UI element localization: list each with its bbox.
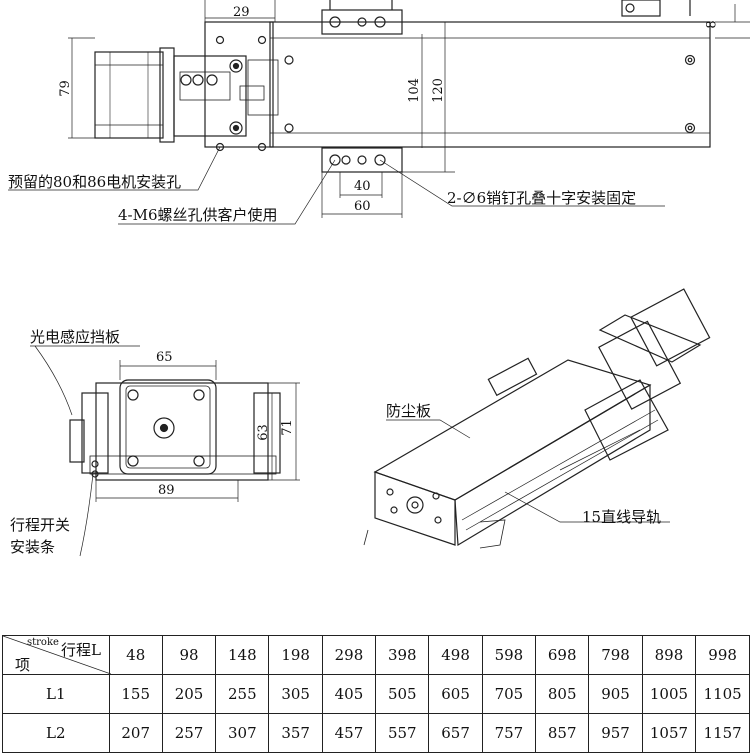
note-sensor-plate: 光电感应挡板 (30, 328, 121, 346)
base-plate (269, 21, 711, 148)
header-travel: 行程L (61, 641, 101, 659)
table-header-corner: stroke 行程L 项 (2, 635, 111, 675)
dim-63: 63 (255, 424, 271, 441)
table-cell: 255 (215, 674, 270, 714)
dim-71: 71 (279, 419, 295, 436)
note-reserved-motor-holes: 预留的80和86电机安装孔 (8, 173, 182, 191)
dim-79: 79 (57, 80, 73, 97)
dim-40: 40 (354, 179, 371, 194)
note-m6-holes: 4-M6螺丝孔供客户使用 (118, 206, 278, 224)
table-cell-stroke: 798 (588, 635, 643, 675)
table-cell: 405 (321, 674, 377, 714)
table-cell: 505 (375, 674, 430, 714)
table-header-row: stroke 行程L 项 48 98 148 198 298 398 498 5… (2, 635, 750, 675)
table-cell-stroke: 398 (375, 635, 430, 675)
table-cell: 457 (321, 713, 377, 753)
row-label-l2: L2 (2, 713, 110, 753)
note-guide-rail: 15直线导轨 (582, 508, 662, 526)
table-cell-stroke: 198 (268, 635, 323, 675)
note-dust-cover: 防尘板 (386, 402, 432, 420)
header-stroke: stroke (27, 637, 59, 648)
table-cell: 757 (481, 713, 537, 753)
table-cell: 857 (535, 713, 590, 753)
note-switch-bar-line1: 行程开关 (10, 516, 71, 534)
dim-29: 29 (233, 5, 250, 20)
spec-table: stroke 行程L 项 48 98 148 198 298 398 498 5… (2, 635, 750, 753)
dim-8: 8 (704, 20, 720, 29)
table-cell: 1157 (695, 713, 750, 753)
table-cell-stroke: 998 (695, 635, 750, 675)
table-cell: 1005 (641, 674, 697, 714)
end-view-drawing (30, 345, 300, 557)
table-row-l1: L1 155 205 255 305 405 505 605 705 805 9… (2, 674, 750, 714)
row-label-l1: L1 (2, 674, 110, 714)
table-cell-stroke: 98 (161, 635, 217, 675)
table-cell: 805 (535, 674, 590, 714)
table-cell-stroke: 48 (108, 635, 163, 675)
dim-120: 120 (430, 78, 446, 103)
table-cell: 605 (428, 674, 483, 714)
table-cell: 305 (268, 674, 323, 714)
table-cell: 307 (215, 713, 270, 753)
top-view-drawing (8, 0, 750, 225)
table-cell-stroke: 148 (215, 635, 270, 675)
table-cell: 1057 (641, 713, 697, 753)
table-cell: 705 (481, 674, 537, 714)
table-cell-stroke: 598 (481, 635, 537, 675)
motor-flange-end (119, 379, 217, 475)
table-cell: 207 (108, 713, 163, 753)
table-cell-stroke: 898 (641, 635, 697, 675)
table-cell: 905 (588, 674, 643, 714)
table-cell: 557 (375, 713, 430, 753)
table-cell-stroke: 298 (321, 635, 377, 675)
header-item: 项 (15, 656, 31, 674)
table-cell: 357 (268, 713, 323, 753)
corner-diagonal (3, 636, 111, 674)
table-cell: 155 (108, 674, 163, 714)
dim-89: 89 (158, 483, 175, 498)
table-cell: 1105 (695, 674, 750, 714)
table-cell: 257 (161, 713, 217, 753)
table-cell: 657 (428, 713, 483, 753)
note-switch-bar-line2: 安装条 (10, 538, 56, 556)
dim-60: 60 (354, 199, 371, 214)
table-cell-stroke: 698 (535, 635, 590, 675)
dim-104: 104 (406, 78, 422, 103)
table-cell: 205 (161, 674, 217, 714)
table-row-l2: L2 207 257 307 357 457 557 657 757 857 9… (2, 713, 750, 753)
table-cell-stroke: 498 (428, 635, 483, 675)
note-pin-holes: 2-∅6销钉孔叠十字安装固定 (447, 189, 637, 207)
motor (94, 51, 164, 139)
iso-view-drawing (363, 288, 711, 549)
iso-motor (630, 288, 711, 367)
table-cell: 957 (588, 713, 643, 753)
dim-65: 65 (156, 350, 173, 365)
